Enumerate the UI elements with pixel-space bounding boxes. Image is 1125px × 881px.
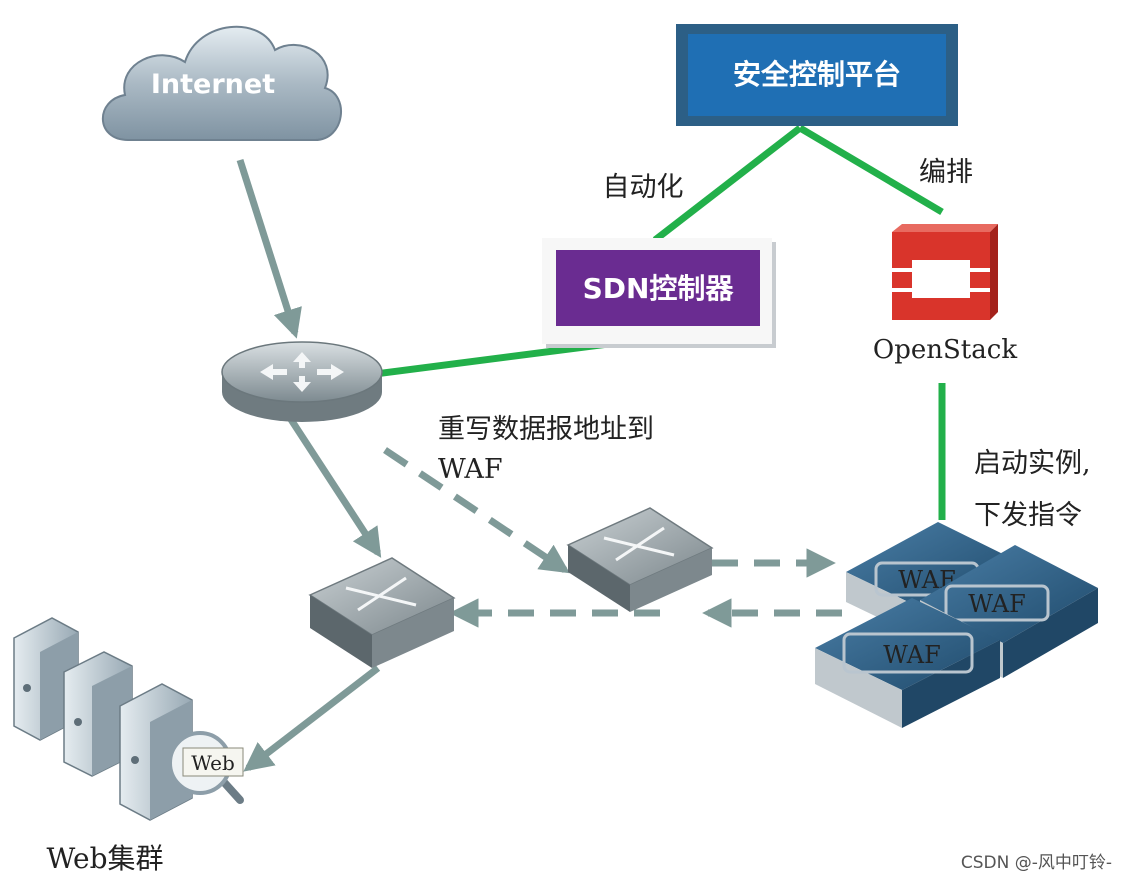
- center-switch: [566, 507, 714, 612]
- openstack-node: OpenStack: [873, 224, 1017, 365]
- openstack-logo-icon: [892, 224, 998, 320]
- arrow-router-center-switch: [383, 447, 570, 574]
- orchestration-label: 编排: [919, 157, 973, 188]
- switch-arrows-icon: [603, 526, 675, 562]
- watermark: CSDN @-风中叮铃-: [961, 853, 1112, 873]
- control-links: [374, 124, 946, 520]
- automation-label: 自动化: [603, 172, 684, 203]
- security-platform-label: 安全控制平台: [733, 58, 901, 91]
- traffic-arrows: [236, 158, 382, 772]
- magnifier-icon: Web: [168, 731, 244, 804]
- openstack-label: OpenStack: [873, 335, 1017, 365]
- access-switch: [308, 557, 456, 668]
- cloud-icon: [101, 25, 342, 141]
- link-platform-sdn: [652, 125, 803, 243]
- waf-cluster: WAF WAF WAF: [815, 522, 1098, 728]
- waf-label: WAF: [968, 590, 1025, 618]
- web-cluster-label: Web集群: [47, 842, 164, 875]
- rewrite-label-line2: WAF: [438, 454, 503, 485]
- security-platform-box: 安全控制平台: [676, 24, 958, 126]
- redirect-arrows: [383, 447, 842, 628]
- web-badge-label: Web: [191, 751, 235, 775]
- sdn-controller-box: SDN控制器: [542, 238, 776, 348]
- router-arrows-icon: [260, 352, 344, 392]
- rewrite-label-line1: 重写数据报地址到: [438, 414, 654, 445]
- arrow-internet-router: [236, 158, 302, 339]
- arrow-switch-webcluster: [243, 665, 381, 772]
- waf-badge: [842, 632, 974, 674]
- router: [221, 341, 383, 422]
- link-platform-openstack: [798, 124, 944, 216]
- arrow-router-switch: [287, 416, 382, 558]
- waf-label: WAF: [883, 641, 940, 669]
- server-icon: [119, 683, 193, 821]
- launch-label-line1: 启动实例,: [974, 448, 1091, 479]
- launch-label-line2: 下发指令: [974, 500, 1082, 531]
- internet-cloud: Internet: [101, 25, 342, 141]
- switch-arrows-icon: [345, 576, 417, 612]
- waf-badge: [944, 584, 1050, 622]
- web-cluster: Web Web集群: [13, 617, 244, 875]
- internet-label: Internet: [151, 69, 275, 100]
- waf-appliance-3: WAF: [815, 598, 1000, 728]
- sdn-controller-label: SDN控制器: [583, 272, 735, 305]
